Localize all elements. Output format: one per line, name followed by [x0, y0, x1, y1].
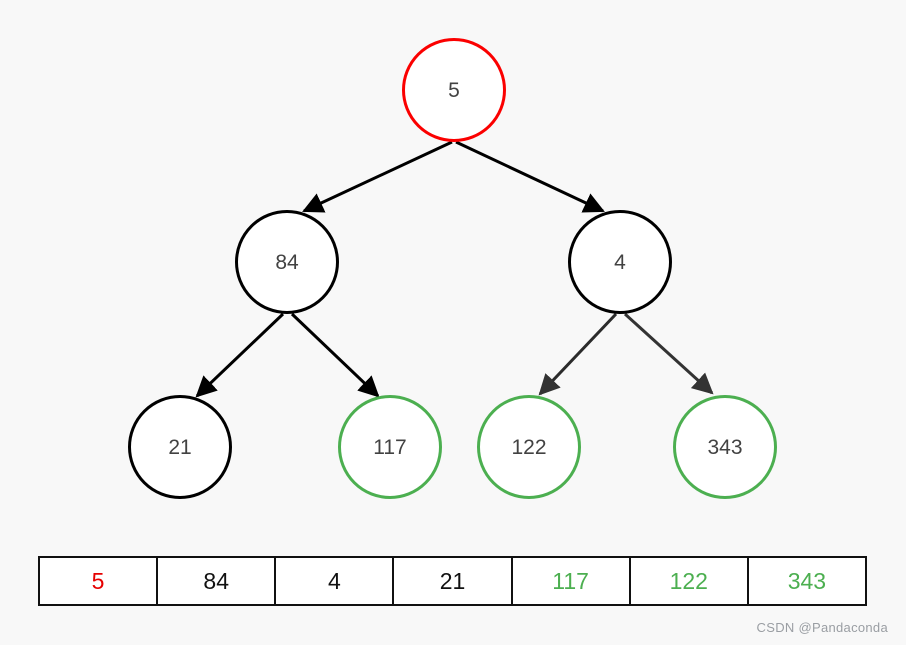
edge-5-84 [302, 140, 453, 213]
array-cell-6-value: 343 [787, 567, 827, 594]
tree-node-root-value: 5 [448, 78, 460, 102]
tree-node-left-left: 21 [128, 395, 232, 499]
tree-node-left-right: 117 [338, 395, 442, 499]
tree-node-right-right-value: 343 [707, 435, 743, 459]
tree-node-left-value: 84 [275, 250, 299, 274]
edge-84-21 [195, 312, 285, 398]
array-table: 5 84 4 21 117 122 343 [38, 556, 867, 606]
tree-node-left-right-value: 117 [373, 435, 407, 459]
tree-node-right-left: 122 [477, 395, 581, 499]
array-cell-3-value: 21 [439, 567, 466, 594]
tree-node-left-left-value: 21 [168, 435, 192, 459]
tree-node-right-value: 4 [614, 250, 626, 274]
array-cell-6: 343 [749, 558, 865, 604]
array-cell-1: 84 [158, 558, 277, 604]
tree-node-right-right: 343 [673, 395, 777, 499]
array-cell-3: 21 [394, 558, 513, 604]
array-cell-1-value: 84 [203, 567, 229, 594]
tree-node-right: 4 [568, 210, 672, 314]
array-cell-5: 122 [631, 558, 749, 604]
array-cell-4: 117 [513, 558, 631, 604]
tree-node-root: 5 [402, 38, 506, 142]
array-cell-5-value: 122 [669, 567, 708, 594]
tree-node-left: 84 [235, 210, 339, 314]
edge-5-4 [455, 140, 605, 213]
watermark: CSDN @Pandaconda [756, 620, 888, 635]
edge-84-117 [290, 312, 380, 398]
edge-4-122 [538, 312, 618, 396]
array-cell-0-value: 5 [91, 567, 105, 594]
array-cell-0: 5 [40, 558, 159, 604]
array-cell-2: 4 [276, 558, 395, 604]
array-cell-2-value: 4 [327, 567, 341, 594]
array-cell-4-value: 117 [552, 567, 589, 594]
tree-node-right-left-value: 122 [511, 435, 547, 459]
edge-4-343 [623, 312, 714, 395]
